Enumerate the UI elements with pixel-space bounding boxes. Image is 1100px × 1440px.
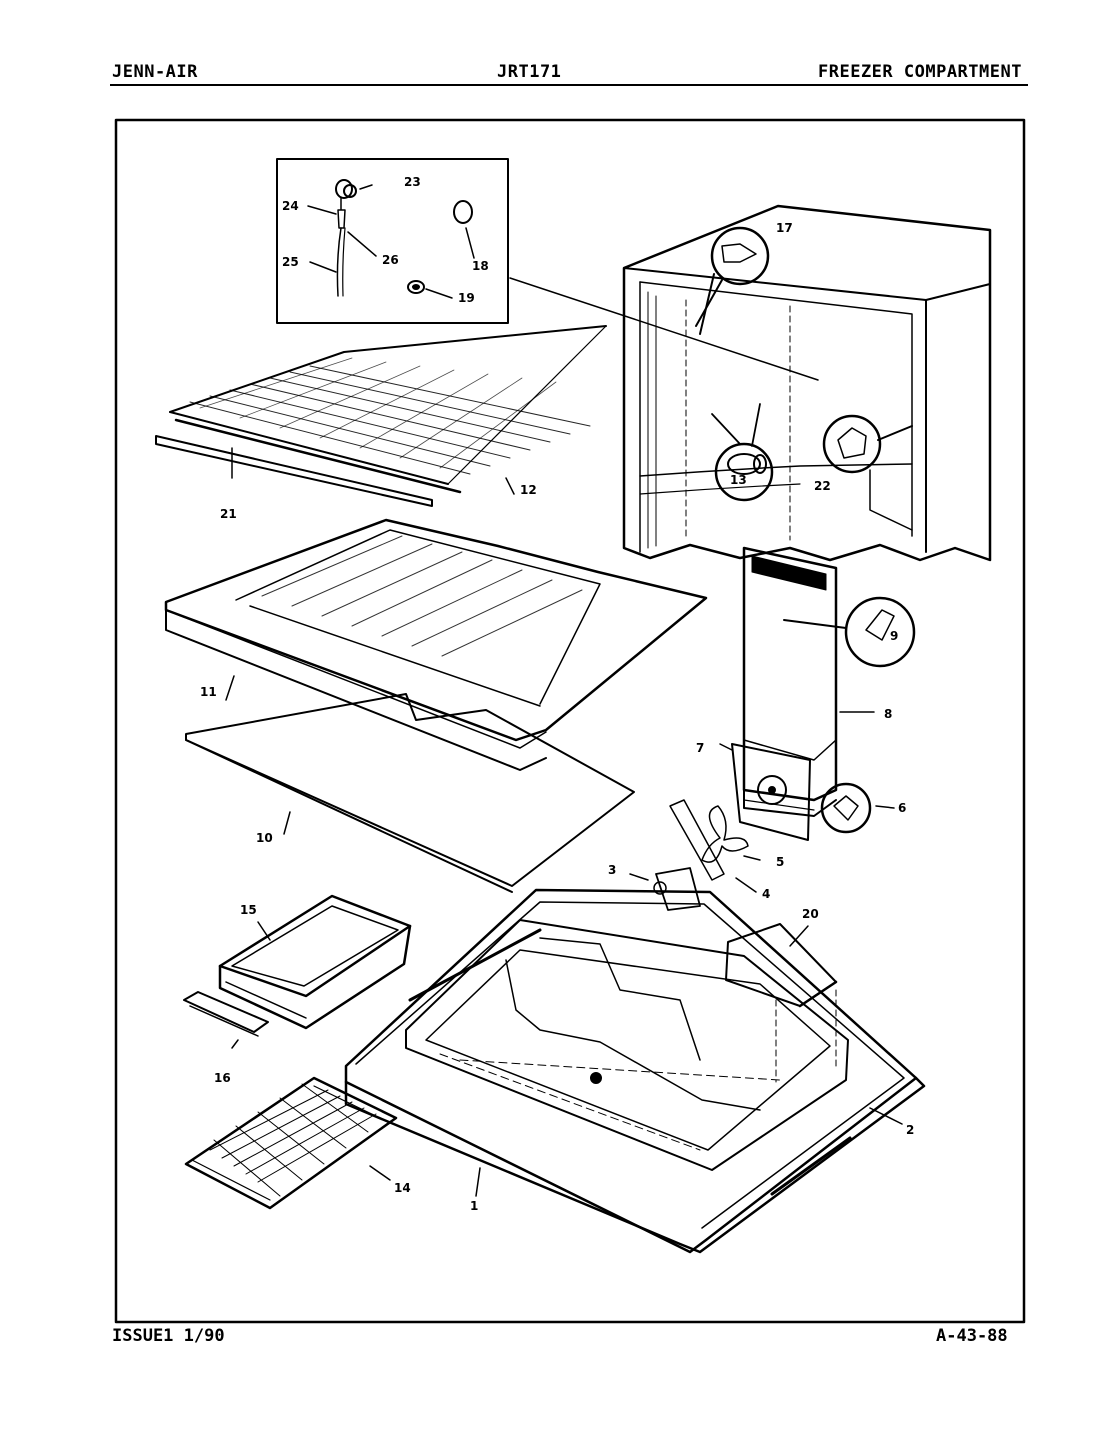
callout-14: 14 [394, 1181, 411, 1195]
callout-15: 15 [240, 903, 257, 917]
callout-5: 5 [776, 855, 784, 869]
callout-12: 12 [520, 483, 537, 497]
callout-labels: 23 24 26 25 18 19 17 12 21 13 22 9 11 8 … [200, 175, 914, 1213]
callout-21: 21 [220, 507, 237, 521]
callout-18: 18 [472, 259, 489, 273]
callout-16: 16 [214, 1071, 231, 1085]
ice-cube-tray [184, 1076, 398, 1210]
freezer-liner [344, 888, 926, 1254]
callout-10: 10 [256, 831, 273, 845]
callout-19: 19 [458, 291, 475, 305]
callout-26: 26 [382, 253, 399, 267]
cover-panel [185, 693, 635, 893]
callout-2: 2 [906, 1123, 914, 1137]
inset-small-parts [276, 158, 509, 324]
freezer-cabinet [622, 204, 992, 562]
brand-label: JENN-AIR [112, 62, 198, 82]
callout-9: 9 [890, 629, 898, 643]
callout-4: 4 [762, 887, 770, 901]
glass-shelf [164, 518, 708, 771]
callout-11: 11 [200, 685, 217, 699]
diagram-frame [114, 118, 1026, 1324]
callout-23: 23 [404, 175, 421, 189]
issue-date: ISSUE1 1/90 [112, 1326, 225, 1346]
section-title: FREEZER COMPARTMENT [818, 62, 1022, 82]
callout-1: 1 [470, 1199, 478, 1213]
callout-13: 13 [730, 473, 747, 487]
callout-24: 24 [282, 199, 299, 213]
callout-22: 22 [814, 479, 831, 493]
wire-shelf [155, 325, 607, 507]
callout-3: 3 [608, 863, 616, 877]
fan-motor-assembly [629, 743, 895, 911]
model-number: JRT171 [497, 62, 562, 82]
callout-25: 25 [282, 255, 299, 269]
page-code: A-43-88 [936, 1326, 1008, 1346]
header-rule [110, 84, 1028, 86]
callout-8: 8 [884, 707, 892, 721]
callout-17: 17 [776, 221, 793, 235]
freezer-pan [218, 894, 412, 1030]
pan-rail [183, 991, 269, 1049]
callout-20: 20 [802, 907, 819, 921]
callout-7: 7 [696, 741, 704, 755]
callout-6: 6 [898, 801, 906, 815]
